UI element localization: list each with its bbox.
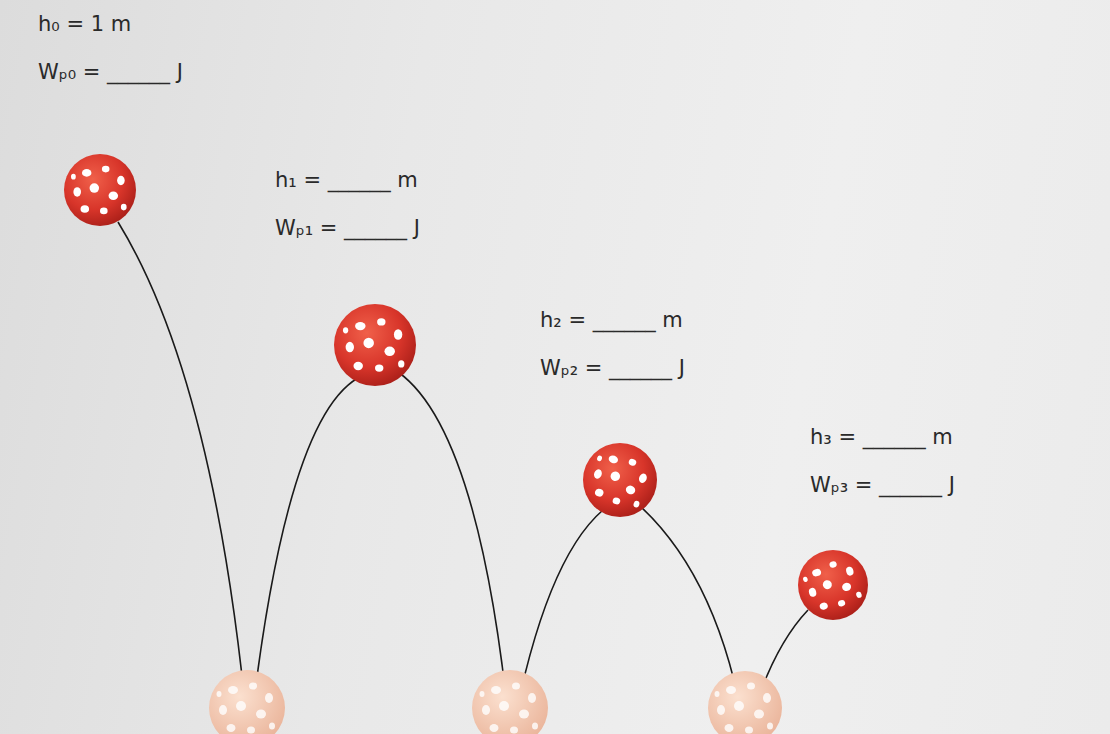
height-label: h₀ = 1 m xyxy=(38,12,131,37)
energy-label: Wₚ₂ = ______ J xyxy=(540,356,685,381)
height-label: h₁ = ______ m xyxy=(275,168,418,193)
energy-label: Wₚ₃ = ______ J xyxy=(810,473,955,498)
ball xyxy=(64,154,868,620)
energy-label: Wₚ₀ = ______ J xyxy=(38,60,183,85)
height-label: h₂ = ______ m xyxy=(540,308,683,333)
height-label: h₃ = ______ m xyxy=(810,425,953,450)
trajectory-line xyxy=(118,222,808,734)
ground-ball xyxy=(209,670,782,734)
energy-label: Wₚ₁ = ______ J xyxy=(275,216,420,241)
